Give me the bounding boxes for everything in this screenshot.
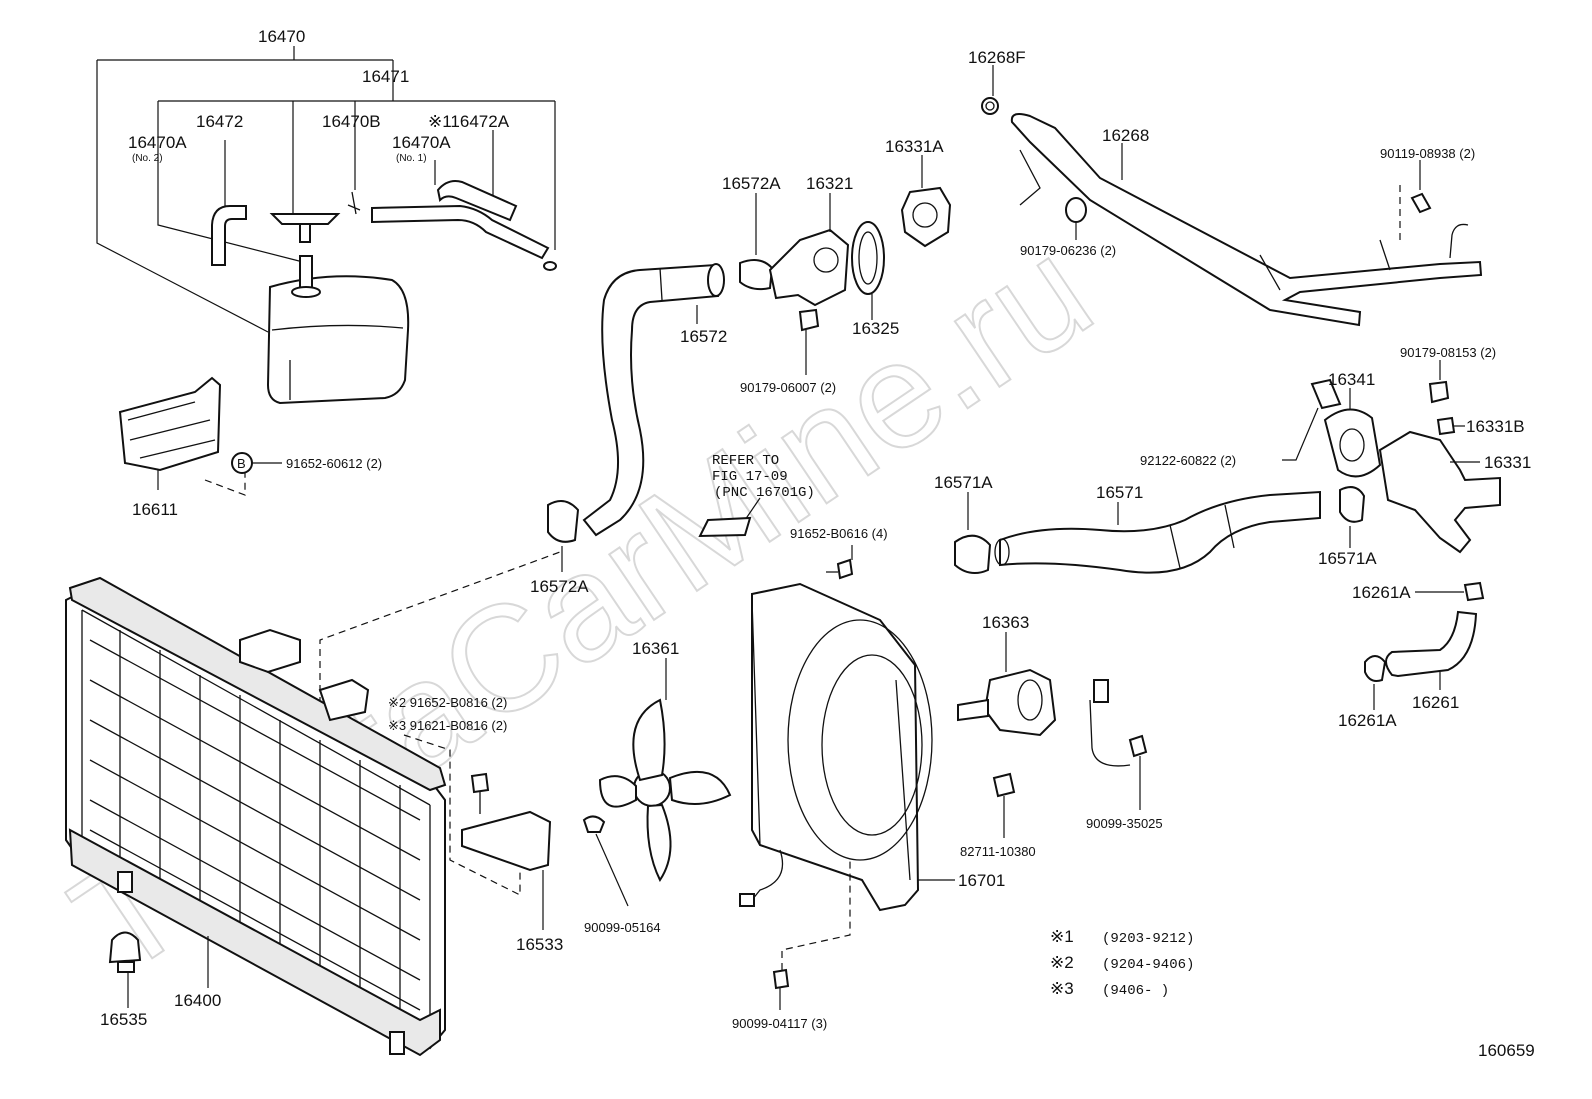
label-16261a-top: 16261A [1352,583,1411,602]
label-16571a-right: 16571A [1318,549,1377,568]
label-16261: 16261 [1412,693,1459,712]
label-91652-60612: 91652-60612 (2) [286,456,382,471]
legend-mark-2: ※2 [1050,953,1074,972]
label-90119-08938: 90119-08938 (2) [1380,146,1475,161]
label-90179-06007: 90179-06007 (2) [740,380,836,395]
label-circle-b: B [237,456,246,471]
fan-assembly [582,545,1148,1010]
label-16472: 16472 [196,112,243,131]
fan-16361 [598,698,732,882]
reservoir-tank [266,275,410,405]
label-16341: 16341 [1328,370,1375,389]
label-91621-b0816: ※3 91621-B0816 (2) [388,718,507,733]
refer-line-1: REFER TO [712,453,779,469]
radiator-group [65,551,561,1057]
legend-range-2: (9204-9406) [1102,957,1194,973]
label-82711-10380: 82711-10380 [960,844,1036,859]
label-16470a-no1: 16470A [392,133,451,152]
label-16471: 16471 [362,67,409,86]
water-inlet-16331 [1378,430,1501,554]
label-16470: 16470 [258,27,305,46]
label-16321: 16321 [806,174,853,193]
thermostat-16331a [900,186,952,248]
water-outlet-16321 [768,228,850,307]
label-16533: 16533 [516,935,563,954]
label-116472a: ※116472A [428,112,510,131]
label-90179-06236: 90179-06236 (2) [1020,243,1116,258]
water-pipe-group [981,65,1483,327]
figure-id: 160659 [1478,1041,1535,1060]
legend-range-3: (9406- ) [1102,983,1169,999]
lower-hose-16571 [999,490,1321,574]
reservoir-group [96,46,557,496]
legend: ※1 (9203-9212) ※2 (9204-9406) ※3 (9406- … [1050,927,1194,999]
label-90099-35025: 90099-35025 [1086,816,1163,831]
label-16325: 16325 [852,319,899,338]
label-91652-b0816: ※2 91652-B0816 (2) [388,695,507,710]
label-16571: 16571 [1096,483,1143,502]
label-16261a-bottom: 16261A [1338,711,1397,730]
label-90099-04117: 90099-04117 (3) [732,1016,827,1031]
label-16701: 16701 [958,871,1005,890]
label-16363: 16363 [982,613,1029,632]
refer-line-2: FIG 17-09 [712,469,788,485]
label-no1: (No. 1) [396,153,427,164]
fan-shroud-16701 [751,582,920,912]
label-16400: 16400 [174,991,221,1010]
label-90099-05164: 90099-05164 [584,920,661,935]
refer-line-3: (PNC 16701G) [714,485,815,501]
legend-range-1: (9203-9212) [1102,931,1194,947]
label-16571a-left: 16571A [934,473,993,492]
label-16361: 16361 [632,639,679,658]
fan-motor-16363 [957,668,1057,737]
label-92122-60822: 92122-60822 (2) [1140,453,1236,468]
legend-mark-1: ※1 [1050,927,1074,946]
upper-hose-group [547,155,952,572]
label-no2: (No. 2) [132,153,163,164]
label-16572a-top: 16572A [722,174,781,193]
water-inlet-group [954,360,1501,710]
legend-mark-3: ※3 [1050,979,1074,998]
label-16611: 16611 [132,500,178,519]
label-16470b: 16470B [322,112,381,131]
label-16572a-bottom: 16572A [530,577,589,596]
cushion-16535 [108,931,142,964]
label-16268: 16268 [1102,126,1149,145]
label-90179-08153: 90179-08153 (2) [1400,345,1496,360]
water-pipe-16268 [1010,113,1483,327]
refer-note: REFER TO FIG 17-09 (PNC 16701G) [698,453,815,538]
label-16331a: 16331A [885,137,944,156]
label-16572: 16572 [680,327,727,346]
label-16470a-no2: 16470A [128,133,187,152]
bracket-16611 [118,376,222,472]
label-16268f: 16268F [968,48,1026,67]
label-91652-b0616: 91652-B0616 (4) [790,526,888,541]
label-16331b: 16331B [1466,417,1525,436]
label-16331: 16331 [1484,453,1531,472]
label-16535: 16535 [100,1010,147,1029]
bracket-16533 [461,810,552,872]
